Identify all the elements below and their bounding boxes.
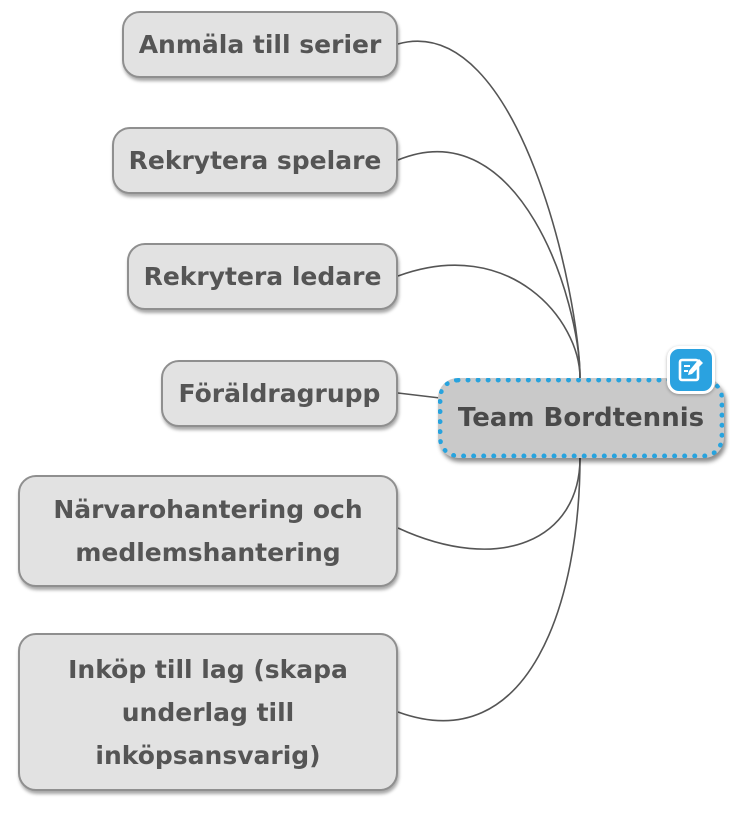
connector-anmala (397, 40, 581, 379)
topic-rekrytera-spelare[interactable]: Rekrytera spelare (112, 127, 398, 194)
connector-inkop (397, 457, 581, 722)
note-edit-icon[interactable] (667, 346, 715, 394)
central-topic-label: Team Bordtennis (457, 403, 705, 433)
topic-label-line: underlag till (121, 697, 295, 727)
connector-foraldragrupp (397, 392, 441, 399)
topic-label-line: Närvarohantering och (53, 495, 363, 524)
topic-rekrytera-ledare[interactable]: Rekrytera ledare (127, 243, 398, 310)
connector-narvaro (397, 457, 581, 550)
topic-label-line: inköpsansvarig) (95, 740, 321, 770)
topic-anmala-till-serier[interactable]: Anmäla till serier (122, 11, 398, 78)
topic-label: Anmäla till serier (138, 29, 382, 59)
topic-inkop-till-lag[interactable]: Inköp till lag (skapa underlag till inkö… (18, 633, 398, 791)
topic-label: Rekrytera ledare (143, 261, 382, 291)
topic-label-line: medlemshantering (75, 538, 341, 567)
topic-foraldragrupp[interactable]: Föräldragrupp (161, 360, 398, 427)
connector-rekrytera-spelare (397, 151, 581, 379)
note-edit-glyph (678, 358, 703, 382)
topic-label-line: Inköp till lag (skapa (68, 654, 348, 684)
topic-label: Rekrytera spelare (128, 145, 382, 175)
central-topic-team-bordtennis[interactable]: Team Bordtennis (438, 378, 724, 458)
topic-narvarohantering[interactable]: Närvarohantering och medlemshantering (18, 475, 398, 587)
topic-label: Föräldragrupp (178, 378, 381, 408)
connector-rekrytera-ledare (397, 264, 581, 379)
